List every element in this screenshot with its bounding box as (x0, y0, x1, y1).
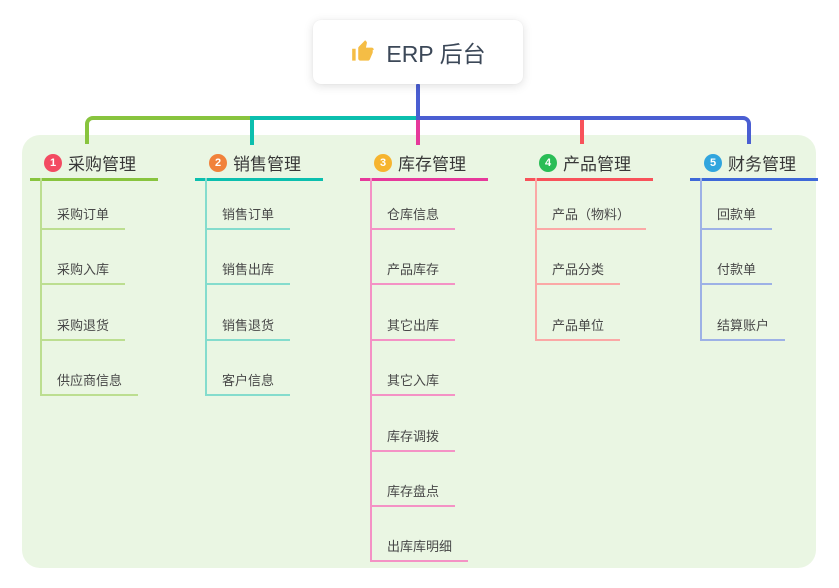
node-stock-taking[interactable]: 库存盘点 (372, 481, 456, 507)
branch-children: 仓库信息 产品库存 其它出库 其它入库 库存调拨 库存盘点 出库库明细 (370, 178, 469, 563)
node-outbound-detail[interactable]: 出库库明细 (372, 536, 469, 563)
branch-number-badge: 1 (44, 153, 62, 172)
connector-branch-4-drop (580, 120, 584, 144)
branch-number-badge: 2 (209, 153, 227, 172)
connector-branch-1 (85, 116, 252, 144)
node-other-outbound[interactable]: 其它出库 (372, 315, 456, 341)
branch-children: 回款单 付款单 结算账户 (700, 178, 786, 341)
connector-branch-3-drop (416, 120, 420, 145)
node-stock-transfer[interactable]: 库存调拨 (372, 426, 456, 452)
node-sales-order[interactable]: 销售订单 (207, 204, 291, 230)
branch-children: 产品（物料） 产品分类 产品单位 (535, 178, 647, 341)
root-title: ERP 后台 (386, 41, 486, 67)
node-product-stock[interactable]: 产品库存 (372, 259, 456, 286)
node-other-inbound[interactable]: 其它入库 (372, 370, 456, 397)
connector-branch-2-horizontal (250, 116, 418, 120)
branch-children: 采购订单 采购入库 采购退货 供应商信息 (40, 178, 139, 397)
branch-title-label: 产品管理 (563, 155, 631, 174)
connector-branch-5 (416, 116, 751, 144)
branch-product: 4 产品管理 产品（物料） 产品分类 产品单位 (525, 147, 653, 341)
branch-title-product[interactable]: 4 产品管理 (525, 147, 653, 181)
branch-number-badge: 3 (374, 153, 392, 172)
branch-inventory: 3 库存管理 仓库信息 产品库存 其它出库 其它入库 库存调拨 库存盘点 出库库… (360, 147, 488, 563)
root-node-erp[interactable]: ERP 后台 (313, 20, 523, 84)
branch-children: 销售订单 销售出库 销售退货 客户信息 (205, 178, 291, 397)
branch-title-purchase[interactable]: 1 采购管理 (30, 147, 158, 181)
node-supplier-info[interactable]: 供应商信息 (42, 370, 139, 397)
node-product-unit[interactable]: 产品单位 (537, 315, 621, 341)
branch-sales: 2 销售管理 销售订单 销售出库 销售退货 客户信息 (195, 147, 323, 397)
branch-purchase: 1 采购管理 采购订单 采购入库 采购退货 供应商信息 (30, 147, 158, 397)
thumbs-up-icon (352, 40, 375, 61)
node-product-material[interactable]: 产品（物料） (537, 204, 647, 230)
branch-title-label: 销售管理 (233, 155, 301, 174)
branch-title-label: 采购管理 (68, 155, 136, 174)
node-purchase-order[interactable]: 采购订单 (42, 204, 126, 230)
branches-panel (22, 135, 816, 568)
branch-number-badge: 4 (539, 153, 557, 172)
node-purchase-inbound[interactable]: 采购入库 (42, 259, 126, 286)
branch-title-label: 财务管理 (728, 155, 796, 174)
node-product-category[interactable]: 产品分类 (537, 259, 621, 286)
branch-title-finance[interactable]: 5 财务管理 (690, 147, 818, 181)
node-warehouse-info[interactable]: 仓库信息 (372, 204, 456, 230)
node-receipt-bill[interactable]: 回款单 (702, 204, 773, 230)
node-sales-return[interactable]: 销售退货 (207, 315, 291, 341)
branch-finance: 5 财务管理 回款单 付款单 结算账户 (690, 147, 818, 341)
node-payment-bill[interactable]: 付款单 (702, 259, 773, 286)
branch-title-sales[interactable]: 2 销售管理 (195, 147, 323, 181)
node-settlement-account[interactable]: 结算账户 (702, 315, 786, 341)
node-sales-outbound[interactable]: 销售出库 (207, 259, 291, 286)
branch-number-badge: 5 (704, 153, 722, 172)
connector-branch-2-drop (250, 116, 254, 145)
branch-title-label: 库存管理 (398, 155, 466, 174)
node-customer-info[interactable]: 客户信息 (207, 370, 291, 397)
trunk-connector (416, 84, 420, 118)
node-purchase-return[interactable]: 采购退货 (42, 315, 126, 341)
branch-title-inventory[interactable]: 3 库存管理 (360, 147, 488, 181)
